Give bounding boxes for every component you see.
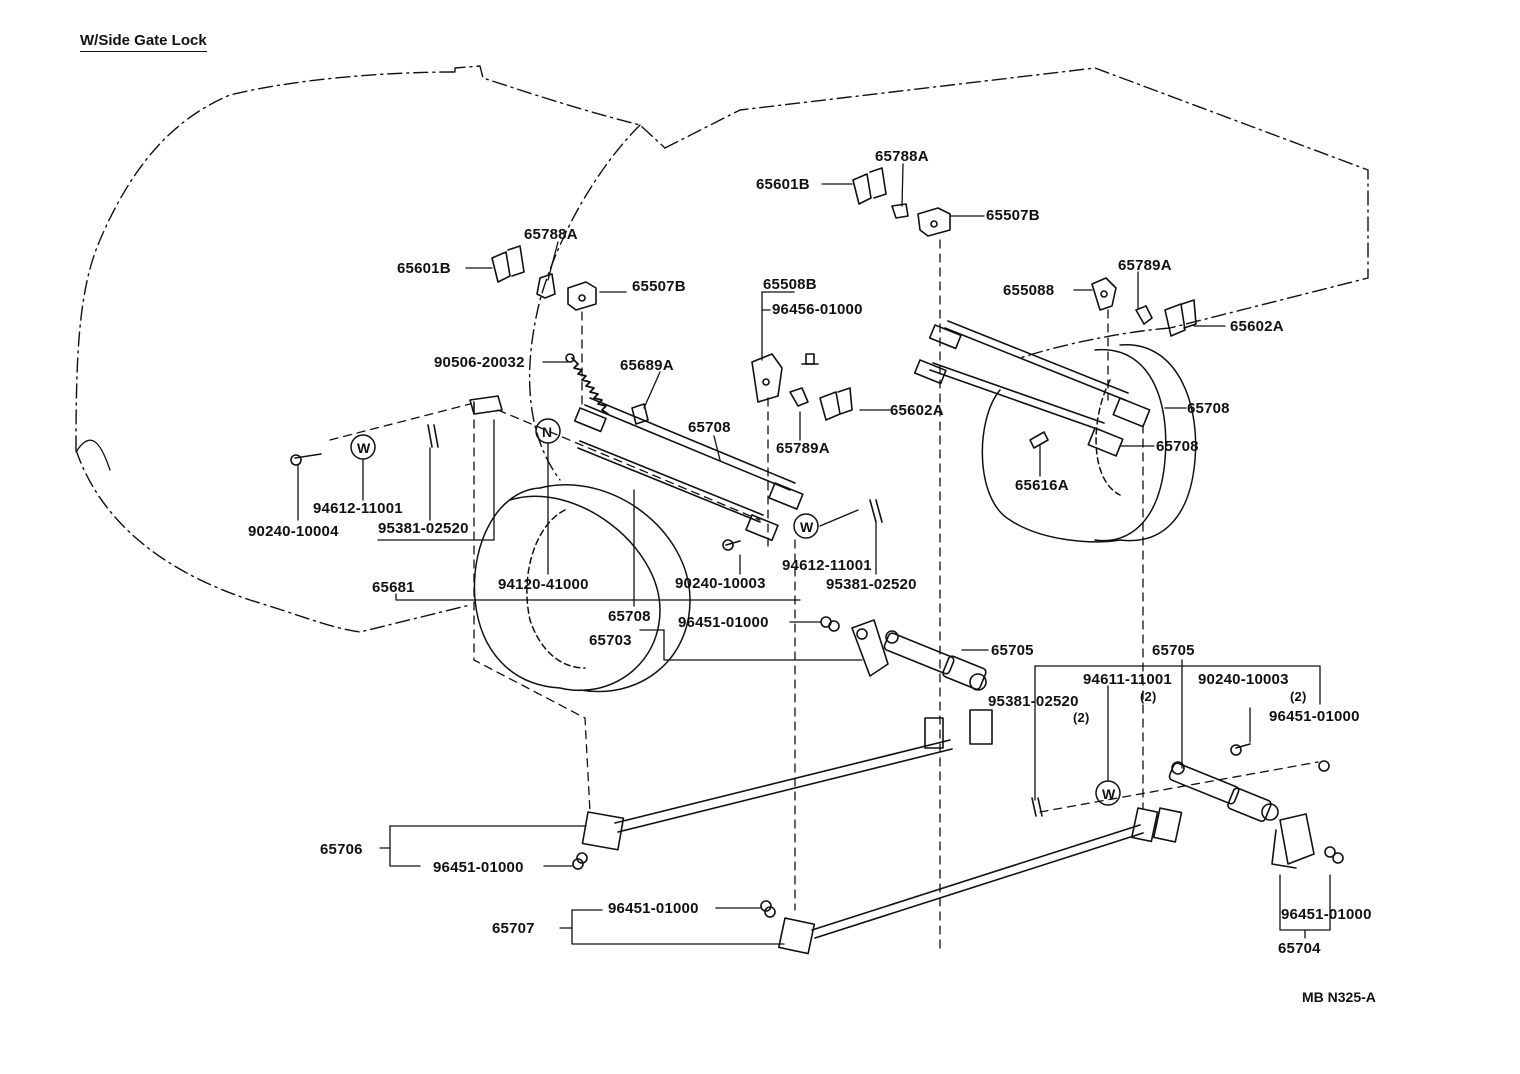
part-label-65705: 65705: [991, 642, 1034, 659]
rod-65708-front: [573, 397, 804, 542]
diagram-title: W/Side Gate Lock: [80, 32, 207, 52]
part-label-65507b: 65507B: [632, 278, 686, 295]
drawing-code: MB N325-A: [1302, 989, 1376, 1005]
spring-90506: [571, 357, 609, 415]
part-label-96451: 96451-01000: [433, 859, 524, 876]
part-label-94120: 94120-41000: [498, 576, 589, 593]
part-label-65601b: 65601B: [397, 260, 451, 277]
vehicle-body-outline: [75, 65, 1369, 633]
spring-end: [565, 353, 575, 363]
nut-symbol: N: [542, 424, 552, 440]
part-label-94612: 94612-11001: [313, 500, 403, 517]
rod-65707: [777, 807, 1183, 955]
part-label-65788a: 65788A: [875, 148, 929, 165]
small-parts: [290, 167, 1344, 918]
part-label-90240-10003: 90240-10003: [1198, 671, 1289, 688]
part-label-90506: 90506-20032: [434, 354, 525, 371]
bumper-detail: [75, 439, 111, 471]
quantity-label: (2): [1073, 710, 1090, 725]
part-label-65788a: 65788A: [524, 226, 578, 243]
quantity-label: (2): [1290, 689, 1307, 704]
rear-wheel: [981, 344, 1197, 543]
washer-symbols: [350, 418, 1121, 806]
quantity-label: (2): [1140, 689, 1157, 704]
rod-65708-rear: [913, 320, 1151, 457]
alignment-lines: [329, 239, 1319, 949]
part-label-96456: 96456-01000: [772, 301, 863, 318]
part-label-65708: 65708: [1187, 400, 1230, 417]
part-label-65602a: 65602A: [890, 402, 944, 419]
part-label-95381: 95381-02520: [826, 576, 917, 593]
part-label-90240-10003: 90240-10003: [675, 575, 766, 592]
part-label-65508b: 65508B: [763, 276, 817, 293]
part-label-95381: 95381-02520: [988, 693, 1079, 710]
leader-lines: [297, 163, 1331, 945]
gas-stay-rear: [1168, 761, 1279, 822]
part-label-94611: 94611-11001: [1083, 671, 1172, 688]
part-label-65708: 65708: [608, 608, 651, 625]
part-label-65681: 65681: [372, 579, 415, 596]
part-label-65602a: 65602A: [1230, 318, 1284, 335]
part-label-90240-10004: 90240-10004: [248, 523, 339, 540]
part-label-65706: 65706: [320, 841, 363, 858]
part-label-65789a: 65789A: [1118, 257, 1172, 274]
part-label-65601b: 65601B: [756, 176, 810, 193]
washer-symbol: W: [800, 519, 814, 535]
part-label-655088: 655088: [1003, 282, 1055, 299]
washer-symbol: W: [357, 440, 371, 456]
part-label-65708: 65708: [688, 419, 731, 436]
part-label-95381: 95381-02520: [378, 520, 469, 537]
part-label-94612: 94612-11001: [782, 557, 872, 574]
part-label-65703: 65703: [589, 632, 632, 649]
part-label-96451: 96451-01000: [608, 900, 699, 917]
rod-65706: [581, 709, 993, 851]
part-label-96451: 96451-01000: [678, 614, 769, 631]
part-label-65707: 65707: [492, 920, 535, 937]
part-label-65704: 65704: [1278, 940, 1321, 957]
part-label-65789a: 65789A: [776, 440, 830, 457]
part-label-65708: 65708: [1156, 438, 1199, 455]
part-label-96451: 96451-01000: [1281, 906, 1372, 923]
part-label-65705: 65705: [1152, 642, 1195, 659]
part-label-96451: 96451-01000: [1269, 708, 1360, 725]
part-label-65507b: 65507B: [986, 207, 1040, 224]
part-label-65689a: 65689A: [620, 357, 674, 374]
gas-stay-front: [883, 630, 987, 691]
part-label-65616a: 65616A: [1015, 477, 1069, 494]
washer-symbol: W: [1102, 786, 1116, 802]
